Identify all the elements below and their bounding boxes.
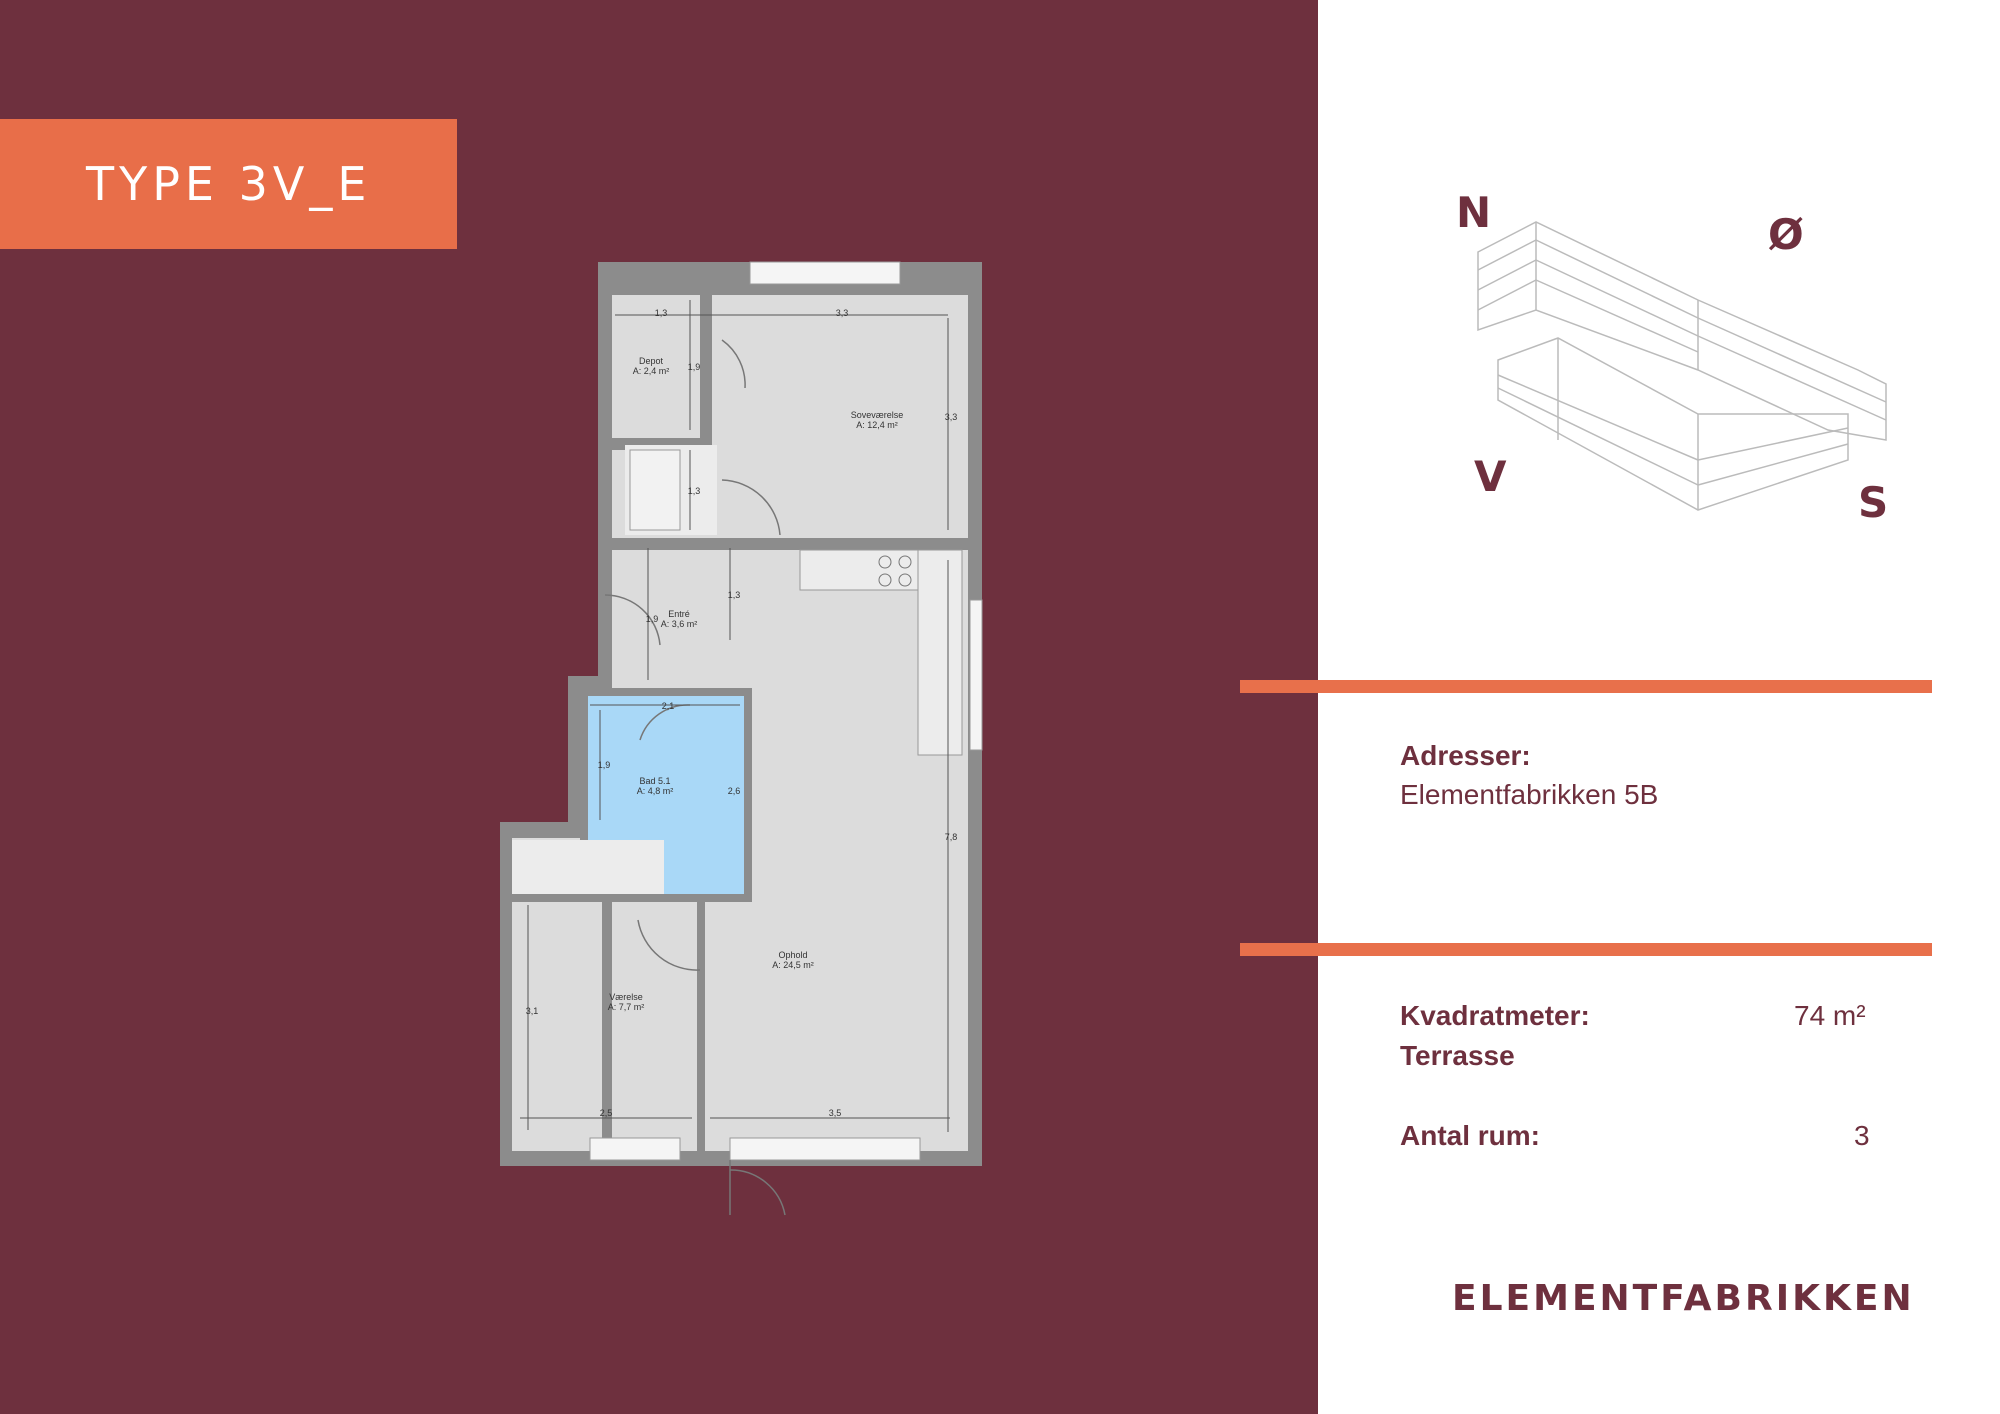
rooms-label: Antal rum: bbox=[1400, 1120, 1540, 1151]
dim-text: 3,3 bbox=[945, 412, 958, 422]
dimension-labels: 1,3 3,3 1,9 3,3 1,3 1,3 1,9 2,1 1,9 2,6 … bbox=[526, 308, 958, 1118]
plan-partitions bbox=[512, 295, 968, 1152]
room-name-room: Værelse bbox=[609, 992, 643, 1002]
room-area-bath: A: 4,8 m² bbox=[637, 786, 674, 796]
room-name-entry: Entré bbox=[668, 609, 690, 619]
dim-text: 2,1 bbox=[662, 701, 675, 711]
dim-text: 3,1 bbox=[526, 1006, 539, 1016]
dim-text: 2,6 bbox=[728, 786, 741, 796]
dim-text: 1,9 bbox=[646, 614, 659, 624]
dim-text: 3,5 bbox=[829, 1108, 842, 1118]
divider-top bbox=[1240, 680, 1932, 693]
room-labels: Depot A: 2,4 m² Soveværelse A: 12,4 m² E… bbox=[608, 356, 904, 1012]
type-badge: TYPE 3V_E bbox=[0, 119, 457, 249]
room-area-room: A: 7,7 m² bbox=[608, 1002, 645, 1012]
area-value: 74 m² bbox=[1794, 1000, 1866, 1031]
dim-text: 1,9 bbox=[688, 362, 701, 372]
rooms-value: 3 bbox=[1854, 1120, 1870, 1151]
brand-logo: ELEMENTFABRIKKEN bbox=[1452, 1278, 1915, 1319]
dim-text: 1,3 bbox=[655, 308, 668, 318]
address-label: Adresser: bbox=[1400, 740, 1531, 771]
compass-east: Ø bbox=[1768, 210, 1804, 259]
divider-middle bbox=[1240, 943, 1932, 956]
room-name-depot: Depot bbox=[639, 356, 664, 366]
compass-south: S bbox=[1858, 478, 1889, 527]
dim-text: 3,3 bbox=[836, 308, 849, 318]
dim-text: 2,5 bbox=[600, 1108, 613, 1118]
room-name-living: Ophold bbox=[778, 950, 807, 960]
address-value: Elementfabrikken 5B bbox=[1400, 779, 1659, 810]
dim-text: 7,8 bbox=[945, 832, 958, 842]
floor-plan: Depot A: 2,4 m² Soveværelse A: 12,4 m² E… bbox=[500, 261, 983, 1216]
area-label: Kvadratmeter: bbox=[1400, 1000, 1590, 1031]
kitchen-counter bbox=[799, 549, 963, 756]
dim-text: 1,3 bbox=[688, 486, 701, 496]
dim-text: 1,3 bbox=[728, 590, 741, 600]
room-name-bath: Bad 5.1 bbox=[639, 776, 670, 786]
right-panel: N Ø V S bbox=[1318, 0, 2000, 1414]
type-label: TYPE 3V_E bbox=[86, 157, 372, 211]
compass-north: N bbox=[1456, 188, 1492, 237]
room-name-bedroom: Soveværelse bbox=[851, 410, 904, 420]
room-area-living: A: 24,5 m² bbox=[772, 960, 814, 970]
dim-text: 1,9 bbox=[598, 760, 611, 770]
room-area-entry: A: 3,6 m² bbox=[661, 619, 698, 629]
room-area-bedroom: A: 12,4 m² bbox=[856, 420, 898, 430]
building-isometric bbox=[1477, 221, 1887, 511]
compass-west: V bbox=[1474, 452, 1507, 501]
room-area-depot: A: 2,4 m² bbox=[633, 366, 670, 376]
plan-windows bbox=[589, 261, 983, 1161]
terrace-label: Terrasse bbox=[1400, 1040, 1515, 1071]
dimension-lines bbox=[520, 300, 950, 1132]
